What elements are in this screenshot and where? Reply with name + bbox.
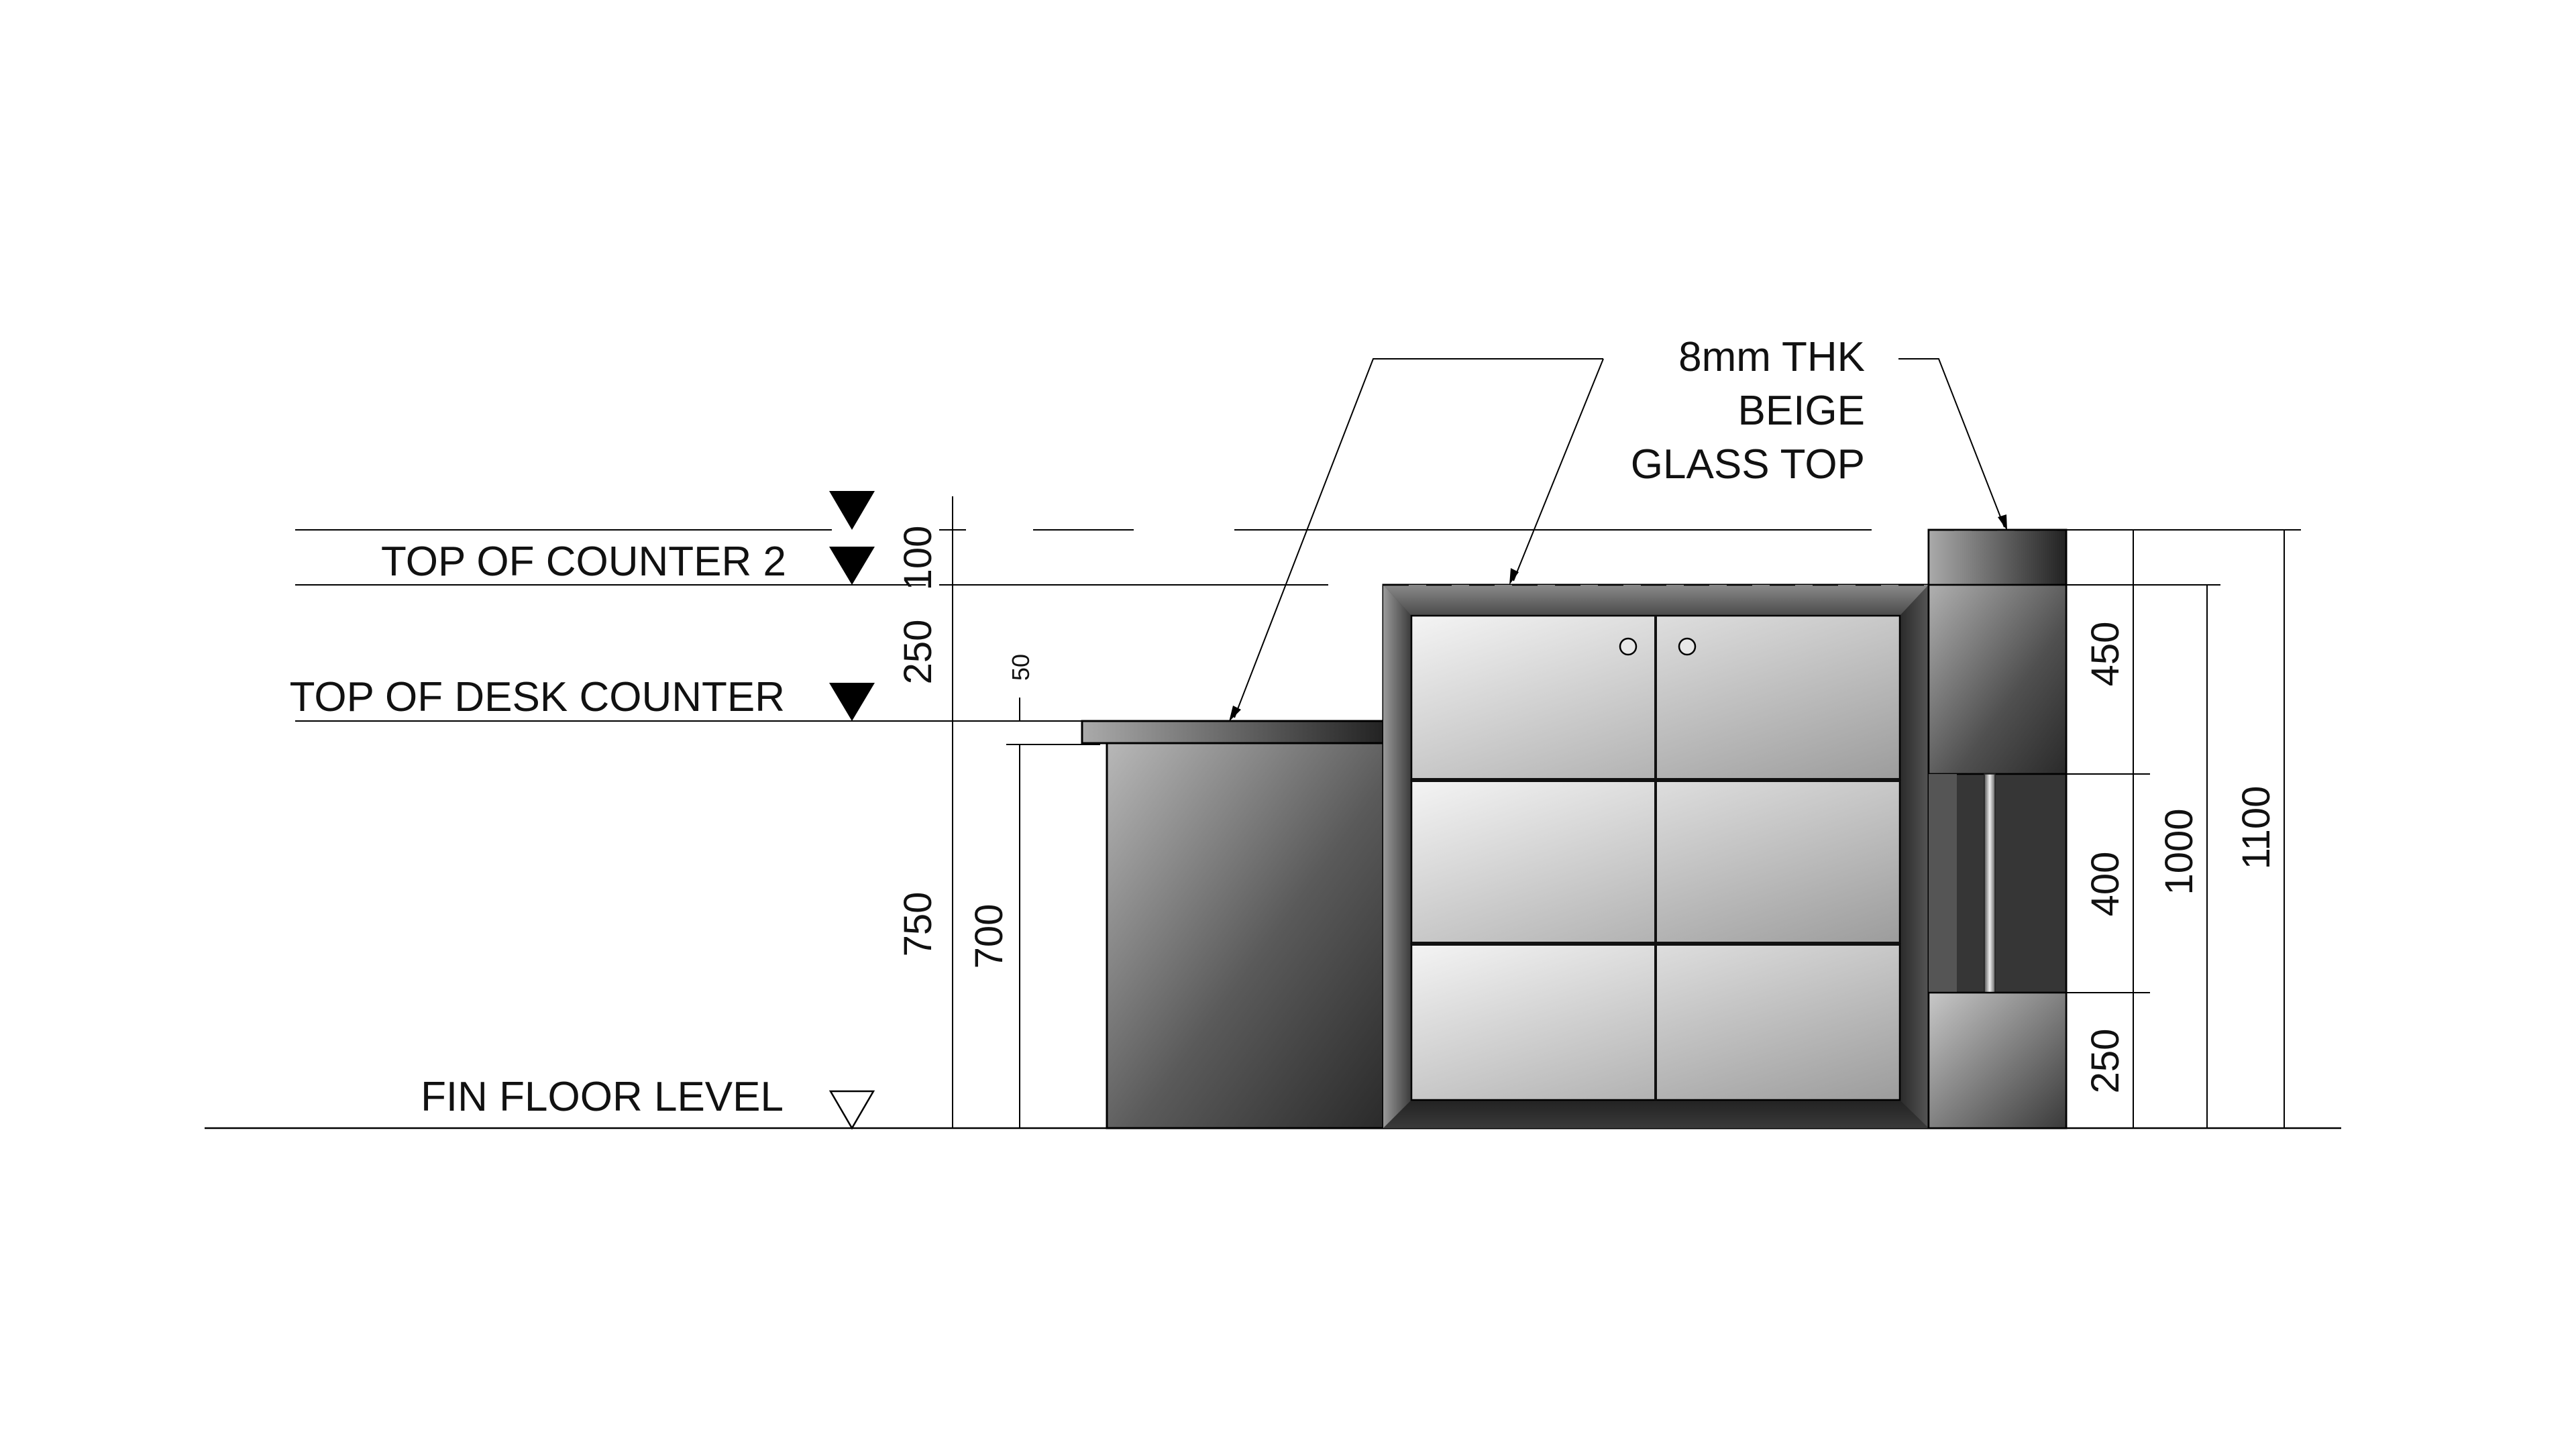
dim-100: 100 bbox=[896, 526, 940, 591]
level-marker-floor-icon bbox=[828, 1090, 875, 1130]
note-line-3: GLASS TOP bbox=[1631, 441, 1865, 488]
cabinet-frame-bottom bbox=[1383, 1100, 1929, 1128]
tower-top-block bbox=[1927, 529, 2068, 586]
tower-upper-section bbox=[1927, 584, 2068, 775]
leader-arrow-tower-icon bbox=[1998, 514, 2007, 531]
label-fin-floor-level: FIN FLOOR LEVEL bbox=[421, 1074, 784, 1120]
cabinet-frame-right bbox=[1900, 585, 1929, 1128]
leader-desk-top bbox=[1234, 358, 1603, 718]
door-knob-right-icon bbox=[1678, 637, 1697, 656]
leader-tower-top bbox=[1898, 358, 2005, 528]
label-top-of-desk-counter: TOP OF DESK COUNTER bbox=[290, 674, 785, 720]
glass-top-note: 8mm THK BEIGE GLASS TOP bbox=[1229, 334, 2007, 722]
dim-400: 400 bbox=[2084, 852, 2127, 917]
level-marker-counter2-icon bbox=[829, 547, 875, 585]
tower-unit bbox=[1927, 529, 2068, 1129]
leader-arrow-desk-icon bbox=[1229, 706, 1241, 722]
dim-1000: 1000 bbox=[2157, 808, 2201, 895]
note-line-1: 8mm THK bbox=[1678, 334, 1865, 380]
dim-250-right: 250 bbox=[2084, 1029, 2127, 1094]
leader-cabinet-top bbox=[1513, 358, 1604, 582]
level-marker-desk-icon bbox=[829, 683, 875, 721]
level-marker-counter2-upper-icon bbox=[829, 491, 875, 530]
level-markers bbox=[828, 491, 875, 1130]
dim-50: 50 bbox=[1007, 654, 1034, 681]
desk-counter-body bbox=[1106, 742, 1387, 1129]
dimension-chain-left bbox=[939, 496, 1100, 1128]
dim-250-left: 250 bbox=[896, 620, 940, 685]
leader-arrow-cabinet-icon bbox=[1509, 568, 1519, 585]
cabinet-frame-left bbox=[1383, 585, 1411, 1128]
main-cabinet bbox=[1382, 584, 1930, 1129]
desk-counter bbox=[1081, 720, 1387, 1129]
dim-1100: 1100 bbox=[2235, 786, 2278, 870]
label-top-of-counter-2: TOP OF COUNTER 2 bbox=[381, 539, 786, 585]
dim-750: 750 bbox=[896, 892, 940, 957]
tower-rod bbox=[1984, 773, 1996, 993]
door-knob-left-icon bbox=[1619, 637, 1638, 656]
cabinet-frame-top bbox=[1383, 585, 1929, 616]
dim-450: 450 bbox=[2084, 622, 2127, 687]
tower-base-section bbox=[1927, 991, 2068, 1129]
note-line-2: BEIGE bbox=[1737, 388, 1865, 434]
dimension-chain-right bbox=[2066, 530, 2285, 1128]
dim-700: 700 bbox=[967, 904, 1011, 969]
desk-counter-top bbox=[1081, 720, 1387, 744]
